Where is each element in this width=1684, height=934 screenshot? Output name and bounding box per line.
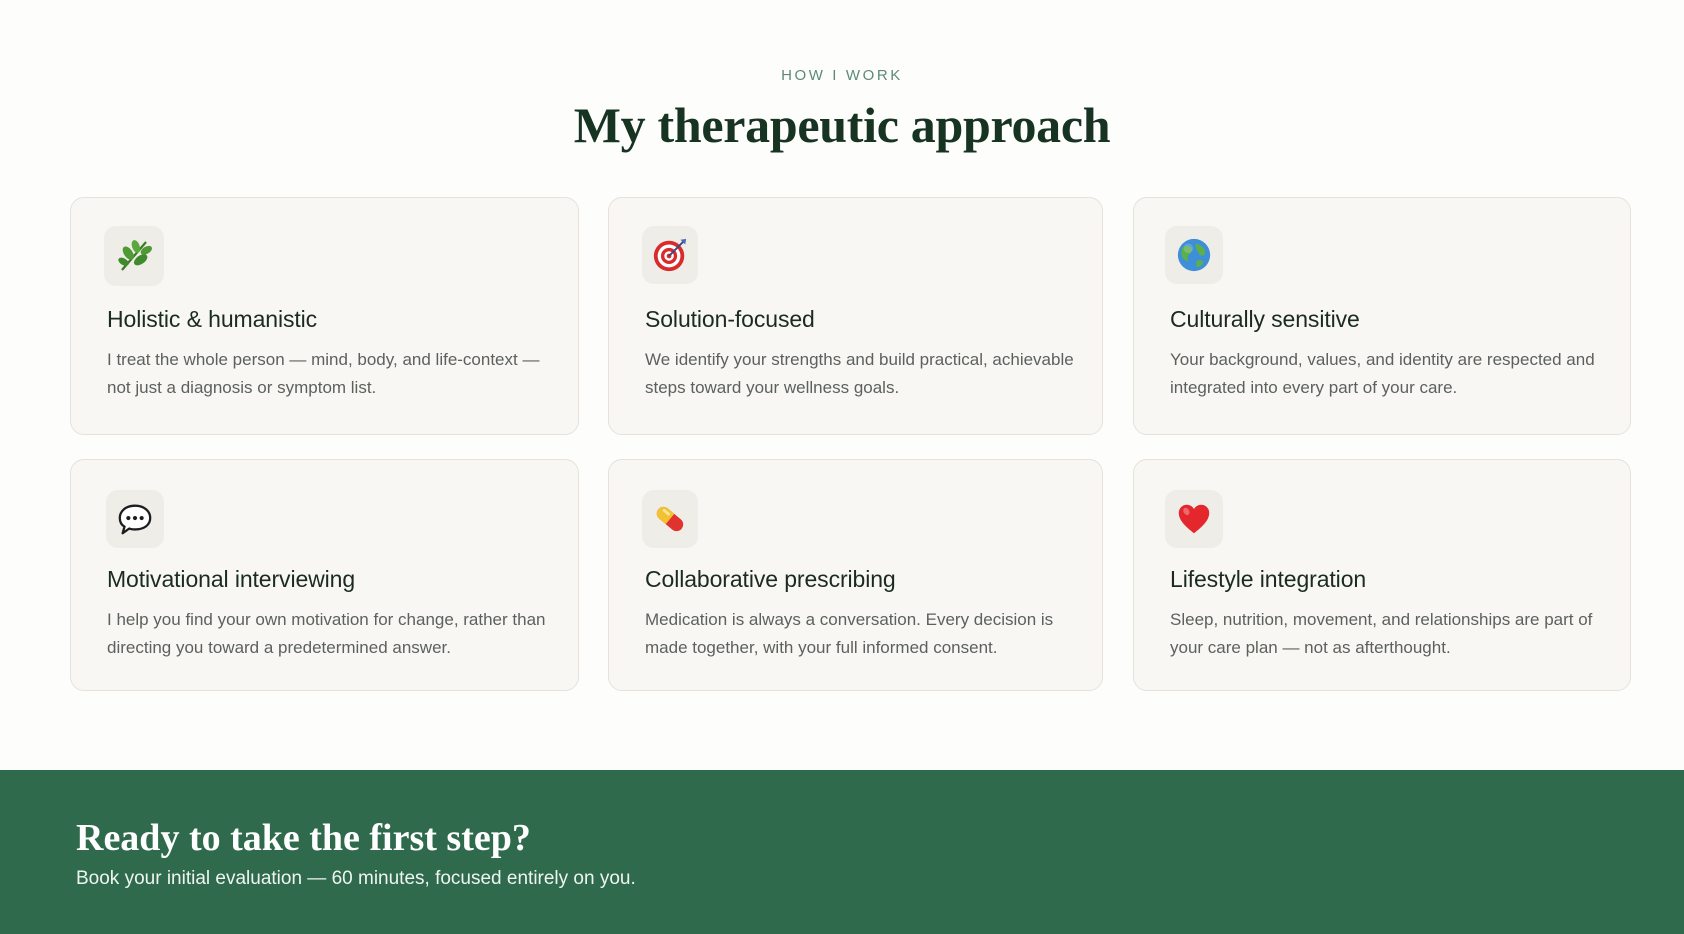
approach-card-description: Medication is always a conversation. Eve…: [645, 610, 1054, 657]
approach-card-description: Sleep, nutrition, movement, and relation…: [1170, 610, 1593, 657]
cta-title: Ready to take the first step?: [76, 817, 531, 859]
speech-bubble-icon: [106, 490, 164, 548]
approach-card-title: Solution-focused: [645, 306, 815, 332]
approach-section: HOW I WORK My therapeutic approach Holis…: [70, 67, 1631, 691]
approach-card-title: Collaborative prescribing: [645, 566, 896, 592]
section-title: My therapeutic approach: [573, 97, 1111, 153]
approach-card-title: Lifestyle integration: [1170, 566, 1367, 592]
approach-card-motivational-interviewing: Motivational interviewing I help you fin…: [70, 459, 579, 691]
approach-card-description: We identify your strengths and build pra…: [645, 350, 1074, 397]
cta-subtitle: Book your initial evaluation — 60 minute…: [76, 868, 636, 889]
approach-card-solution-focused: Solution-focused We identify your streng…: [608, 197, 1103, 435]
approach-card-description: I treat the whole person — mind, body, a…: [107, 350, 540, 397]
approach-card-title: Culturally sensitive: [1170, 306, 1360, 332]
approach-card-collaborative-prescribing: Collaborative prescribing Medication is …: [608, 459, 1103, 691]
approach-card-title: Motivational interviewing: [107, 566, 356, 592]
approach-card-holistic: Holistic & humanistic I treat the whole …: [70, 197, 579, 435]
globe-icon: [1165, 226, 1223, 284]
section-eyebrow: HOW I WORK: [781, 67, 903, 84]
approach-card-culturally-sensitive: Culturally sensitive Your background, va…: [1133, 197, 1631, 435]
approach-card-description: I help you find your own motivation for …: [107, 610, 546, 657]
pill-icon: [642, 490, 698, 548]
target-icon: [642, 226, 698, 284]
approach-card-lifestyle-integration: Lifestyle integration Sleep, nutrition, …: [1133, 459, 1631, 691]
cta-banner: Ready to take the first step? Book your …: [0, 770, 1684, 934]
approach-card-title: Holistic & humanistic: [107, 306, 318, 332]
leaf-icon: [104, 226, 164, 286]
heart-icon: [1165, 490, 1223, 548]
approach-card-description: Your background, values, and identity ar…: [1170, 350, 1595, 397]
